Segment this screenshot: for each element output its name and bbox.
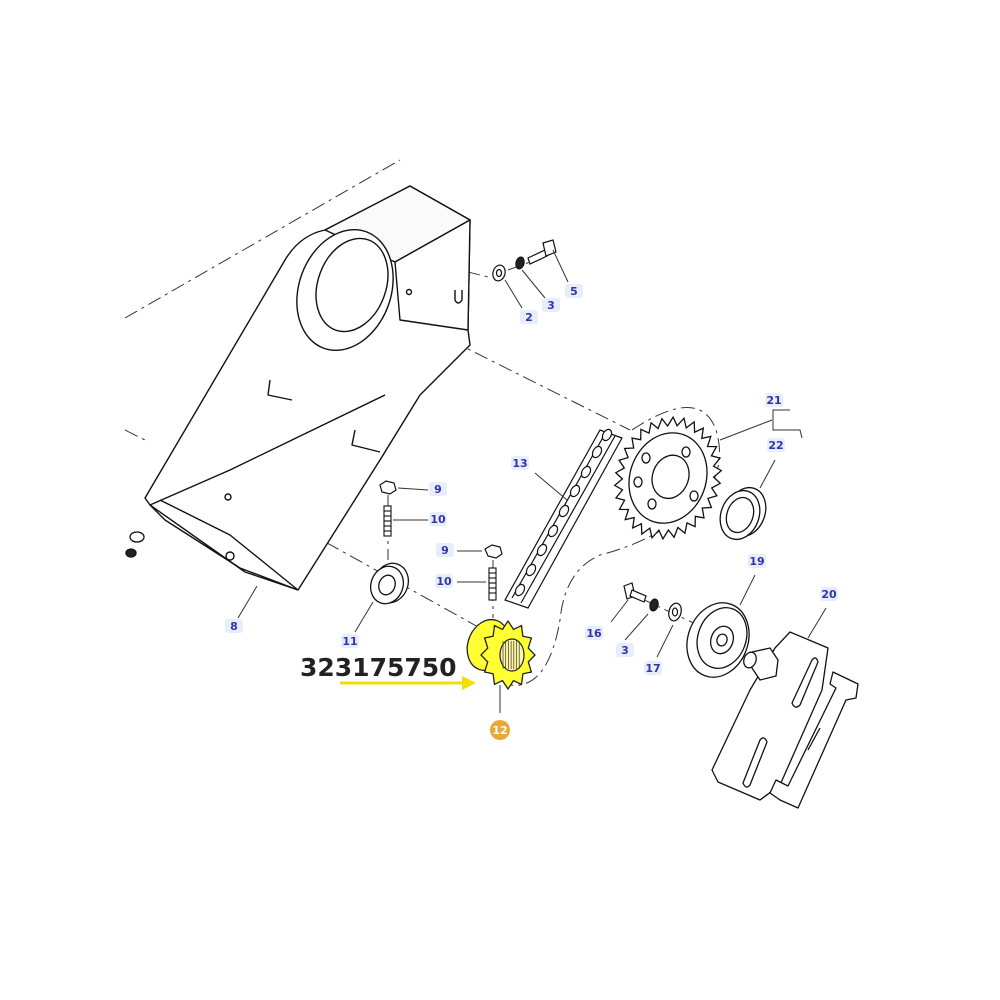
callout-3: 3 xyxy=(542,298,560,312)
callout-bg xyxy=(429,512,447,526)
sprocket-web xyxy=(628,432,708,524)
sprocket-bolt-hole xyxy=(647,498,657,510)
callout-22: 22 xyxy=(767,438,785,452)
part-number-label: 323175750 xyxy=(300,653,457,682)
callout-bg xyxy=(767,438,785,452)
highlight-annotation: 323175750 12 xyxy=(300,653,510,740)
stud-10-right xyxy=(488,567,497,601)
washer-17 xyxy=(668,602,682,622)
washer-2 xyxy=(492,264,506,282)
tensioner-plate-20 xyxy=(711,631,859,809)
callout-bg xyxy=(225,619,243,633)
sprocket-bore xyxy=(499,638,525,672)
callout-text: 2 xyxy=(525,311,533,324)
sprocket-hub xyxy=(651,454,690,500)
sprocket-bolt-hole xyxy=(689,490,699,502)
callout-text: 3 xyxy=(621,644,629,657)
callout-bg xyxy=(748,554,766,568)
callout-bg xyxy=(765,393,783,407)
callout-bg xyxy=(644,661,662,675)
callout-text: 22 xyxy=(768,439,783,452)
callout-9: 9 xyxy=(436,543,454,557)
highlight-arrow-head xyxy=(462,676,476,690)
leader-lines xyxy=(237,249,827,713)
callout-3: 3 xyxy=(616,643,634,657)
callout-text: 20 xyxy=(821,588,837,601)
callout-11: 11 xyxy=(341,634,359,648)
callout-21: 21 xyxy=(765,393,783,407)
callout-text: 11 xyxy=(342,635,357,648)
callout-16: 16 xyxy=(585,626,603,640)
lock-washer-3-top xyxy=(515,256,525,270)
callout-bg xyxy=(565,284,583,298)
sprocket-bolt-hole xyxy=(641,452,651,464)
idler-pulley-19 xyxy=(686,602,750,678)
callout-bg xyxy=(429,482,447,496)
callout-bg xyxy=(542,298,560,312)
callout-13: 13 xyxy=(511,456,529,470)
callout-badge-12 xyxy=(490,720,510,740)
callout-text: 19 xyxy=(749,555,764,568)
bolt-5 xyxy=(527,239,557,265)
callout-bg xyxy=(511,456,529,470)
sprocket-bolt-hole xyxy=(681,446,691,458)
callout-2: 2 xyxy=(520,310,538,324)
clip-fastener xyxy=(125,531,145,558)
callout-badge-12-text: 12 xyxy=(492,724,507,737)
callout-text: 16 xyxy=(586,627,602,640)
callout-text: 9 xyxy=(434,483,442,496)
callout-9: 9 xyxy=(429,482,447,496)
callout-text: 8 xyxy=(230,620,238,633)
roller-chain-13 xyxy=(504,428,623,609)
callouts: 2 3 5 8 9 10 9 10 11 13 16 3 17 19 20 21 22 xyxy=(225,284,838,675)
callout-17: 17 xyxy=(644,661,662,675)
callout-text: 3 xyxy=(547,299,555,312)
callout-text: 10 xyxy=(436,575,452,588)
callout-text: 5 xyxy=(570,285,578,298)
drive-sprocket-12-highlighted xyxy=(466,618,536,691)
callout-text: 13 xyxy=(512,457,527,470)
callout-19: 19 xyxy=(748,554,766,568)
callout-bg xyxy=(616,643,634,657)
callout-5: 5 xyxy=(565,284,583,298)
bolt-16 xyxy=(623,582,647,603)
callout-bg xyxy=(585,626,603,640)
callout-text: 17 xyxy=(645,662,660,675)
sprocket-21 xyxy=(613,415,723,541)
callout-text: 9 xyxy=(441,544,449,557)
callout-20: 20 xyxy=(820,587,838,601)
nut-9-right xyxy=(484,544,503,559)
bushing-22 xyxy=(719,486,767,541)
callout-bg xyxy=(520,310,538,324)
lock-washer-3-lower xyxy=(649,598,659,612)
callout-8: 8 xyxy=(225,619,243,633)
nut-9-left xyxy=(379,480,397,495)
callout-text: 10 xyxy=(430,513,446,526)
stud-10-left xyxy=(383,505,392,537)
callout-bg xyxy=(820,587,838,601)
bearing-11 xyxy=(369,562,410,605)
callout-text: 21 xyxy=(766,394,781,407)
callout-10: 10 xyxy=(429,512,447,526)
sprocket-bolt-hole xyxy=(633,476,643,488)
cover-housing xyxy=(144,185,471,591)
callout-bg xyxy=(436,543,454,557)
callout-bg xyxy=(341,634,359,648)
callout-10: 10 xyxy=(435,574,453,588)
callout-bg xyxy=(435,574,453,588)
